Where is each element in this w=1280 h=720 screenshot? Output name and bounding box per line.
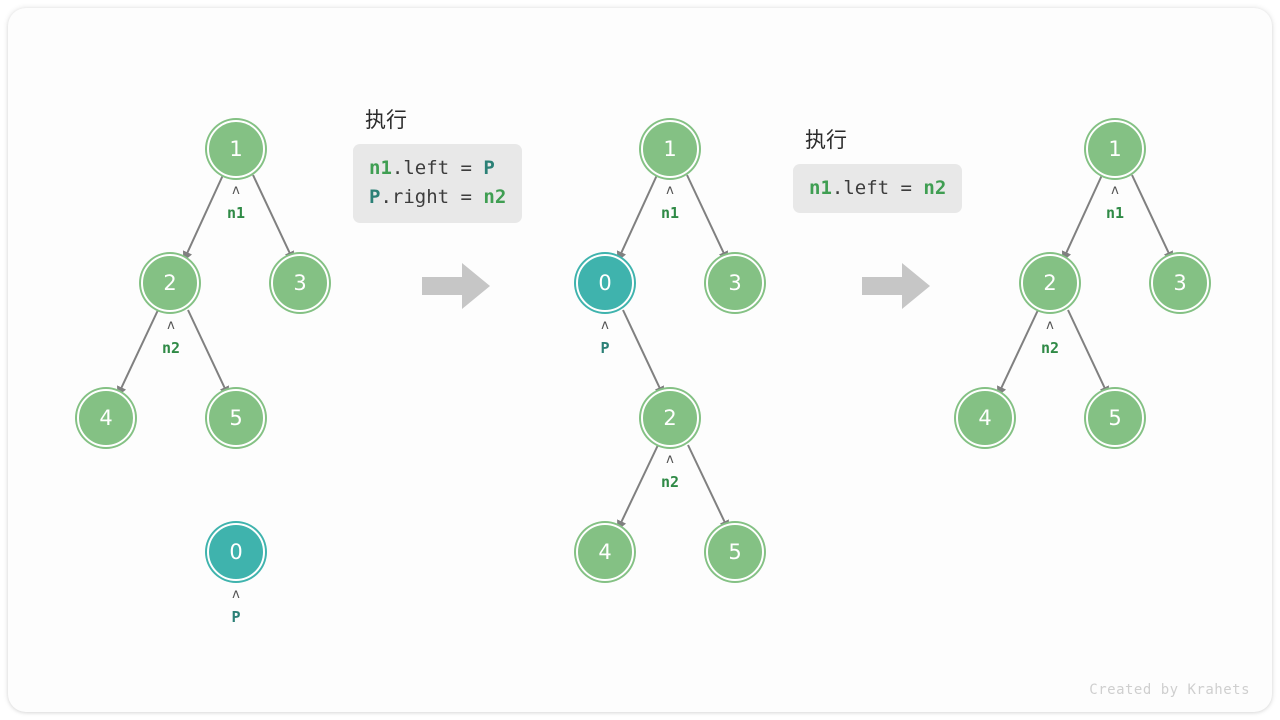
caption-2: 执行 (805, 128, 847, 152)
code-line: n1.left = n2 (809, 174, 946, 203)
caret-icon: ʌ (232, 587, 240, 602)
tree-node-5: 5 (207, 389, 265, 447)
tree-edges (117, 174, 1173, 531)
code-line: P.right = n2 (369, 183, 506, 212)
code-token: .right = (380, 186, 484, 209)
pointer-label-n2: ʌ n2 (640, 453, 700, 490)
code-token: n1 (369, 157, 392, 179)
pointer-label-text: n1 (1105, 204, 1125, 222)
step-arrow-2 (860, 260, 932, 317)
pointer-label-text: n2 (660, 473, 680, 491)
tree-node-1: 1 (207, 120, 265, 178)
pointer-label-text: n2 (1040, 339, 1060, 357)
tree-node-2: 2 (1021, 254, 1079, 312)
tree-node-5: 5 (706, 523, 764, 581)
tree-node-1: 1 (641, 120, 699, 178)
caret-icon: ʌ (167, 318, 175, 333)
pointer-label-text: P (600, 339, 610, 357)
tree-node-3: 3 (706, 254, 764, 312)
tree-node-2: 2 (141, 254, 199, 312)
tree-node-2: 2 (641, 389, 699, 447)
tree-node-3: 3 (1151, 254, 1209, 312)
caption-1: 执行 (365, 108, 407, 132)
credit-text: Created by Krahets (1089, 682, 1250, 698)
caret-icon: ʌ (1046, 318, 1054, 333)
caret-icon: ʌ (1111, 183, 1119, 198)
caret-icon: ʌ (232, 183, 240, 198)
pointer-label-text: n1 (660, 204, 680, 222)
pointer-label-n1: ʌ n1 (640, 184, 700, 221)
pointer-label-n1: ʌ n1 (1085, 184, 1145, 221)
tree-node-3: 3 (271, 254, 329, 312)
code-token: n2 (483, 186, 507, 209)
tree-node-0: 0 (576, 254, 634, 312)
pointer-label-n2: ʌ n2 (1020, 319, 1080, 356)
code-token: n1 (809, 177, 832, 199)
caret-icon: ʌ (666, 183, 674, 198)
code-box-2: n1.left = n2 (793, 164, 963, 214)
pointer-label-text: n2 (161, 339, 181, 357)
code-line: n1.left = P (369, 154, 506, 183)
pointer-label-text: P (231, 608, 241, 626)
tree-node-4: 4 (576, 523, 634, 581)
caret-icon: ʌ (601, 318, 609, 333)
code-token: .left = (831, 177, 924, 199)
code-token: P (369, 186, 381, 209)
pointer-label-n1: ʌ n1 (206, 184, 266, 221)
pointer-label-text: n1 (226, 204, 246, 222)
tree-node-5: 5 (1086, 389, 1144, 447)
step-arrow-1 (420, 260, 492, 317)
caret-icon: ʌ (666, 452, 674, 467)
tree-node-4: 4 (77, 389, 135, 447)
code-token: .left = (391, 157, 484, 179)
code-token: P (483, 157, 495, 179)
tree-node-4: 4 (956, 389, 1014, 447)
pointer-label-n2: ʌ n2 (141, 319, 201, 356)
tree-node-0: 0 (207, 523, 265, 581)
code-token: n2 (923, 177, 947, 199)
tree-node-1: 1 (1086, 120, 1144, 178)
